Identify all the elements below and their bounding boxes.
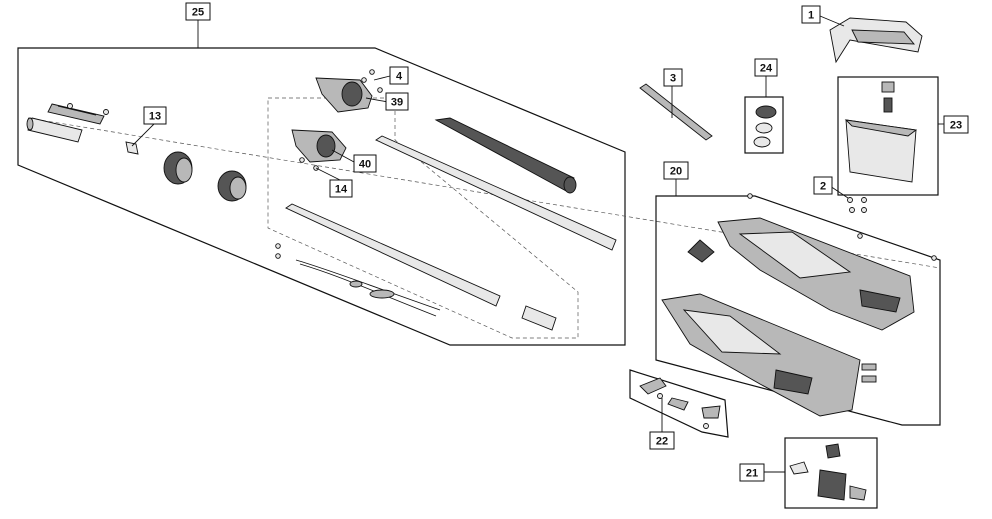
callout-14: 14 <box>329 179 353 198</box>
screws-2-part <box>847 197 867 213</box>
svg-text:39: 39 <box>391 97 403 109</box>
end-tube-part <box>26 117 83 143</box>
upper-shaft-part <box>375 135 617 251</box>
leader-14 <box>315 167 341 181</box>
callout-21: 21 <box>739 463 765 482</box>
svg-text:21: 21 <box>746 468 758 480</box>
svg-text:40: 40 <box>359 159 371 171</box>
small-screw-part <box>103 109 109 115</box>
lower-shaft-part <box>285 203 501 307</box>
svg-text:1: 1 <box>808 10 814 22</box>
top-cover-part <box>829 17 923 64</box>
group-21-frame <box>784 437 878 509</box>
clip-part-2 <box>275 253 281 259</box>
motor-collar-part <box>163 151 193 185</box>
small-screw-part-2 <box>67 103 73 109</box>
handle-grip-part <box>47 103 105 125</box>
svg-text:2: 2 <box>820 181 826 193</box>
coupling-housing-40-part <box>291 129 347 163</box>
group-24-frame <box>744 96 784 154</box>
gasket-24-part <box>753 105 777 148</box>
clip-part <box>275 243 281 249</box>
callout-25: 25 <box>185 2 211 21</box>
housing-screw-part <box>747 193 753 199</box>
svg-text:23: 23 <box>950 120 962 132</box>
foam-grip-part <box>434 117 577 194</box>
drive-cable-part <box>295 259 441 317</box>
callout-23: 23 <box>943 115 969 134</box>
callout-13: 13 <box>143 106 167 125</box>
group-23-frame <box>837 76 939 196</box>
callout-24: 24 <box>754 58 778 77</box>
svg-text:25: 25 <box>192 7 204 19</box>
group-25-frame <box>17 47 626 346</box>
svg-text:20: 20 <box>670 166 682 178</box>
knob-part <box>687 239 715 263</box>
switch-21-part <box>789 443 867 501</box>
shaft-end-cap-part <box>521 305 557 331</box>
callout-4: 4 <box>389 66 409 85</box>
screw-4c-part <box>377 87 383 93</box>
housing-screw-part-2 <box>857 233 863 239</box>
leader-4 <box>373 75 391 81</box>
housing-screw-part-3 <box>931 255 937 261</box>
svg-text:24: 24 <box>760 63 773 75</box>
leader-1 <box>819 15 845 27</box>
screw-14a-part <box>299 157 305 163</box>
strap-part <box>639 83 713 141</box>
screw-4b-part <box>361 77 367 83</box>
svg-text:22: 22 <box>656 436 668 448</box>
callout-2: 2 <box>813 176 833 195</box>
motor-housing-left-part <box>661 293 861 417</box>
group-22-frame <box>629 369 729 438</box>
leader-2 <box>829 185 849 199</box>
svg-text:4: 4 <box>396 71 403 83</box>
callout-3: 3 <box>663 68 683 87</box>
bushing-13-part <box>125 141 139 155</box>
callout-39: 39 <box>385 92 409 111</box>
screw-4a-part <box>369 69 375 75</box>
leader-39 <box>365 97 389 103</box>
callout-22: 22 <box>649 431 675 450</box>
trigger-set-part <box>639 377 721 429</box>
svg-text:13: 13 <box>149 111 161 123</box>
clutch-collar-part <box>217 170 247 202</box>
button-pads-part <box>861 363 877 383</box>
leader-40 <box>331 149 355 163</box>
callout-40: 40 <box>353 154 377 173</box>
leader-13 <box>131 123 155 147</box>
coupling-housing-4-part <box>315 77 373 113</box>
callout-1: 1 <box>801 5 821 24</box>
battery-tray-part <box>844 81 918 183</box>
svg-text:14: 14 <box>335 184 348 196</box>
svg-text:3: 3 <box>670 73 676 85</box>
motor-housing-right-part <box>717 217 915 331</box>
callout-20: 20 <box>663 161 689 180</box>
group-20-frame <box>655 195 941 426</box>
